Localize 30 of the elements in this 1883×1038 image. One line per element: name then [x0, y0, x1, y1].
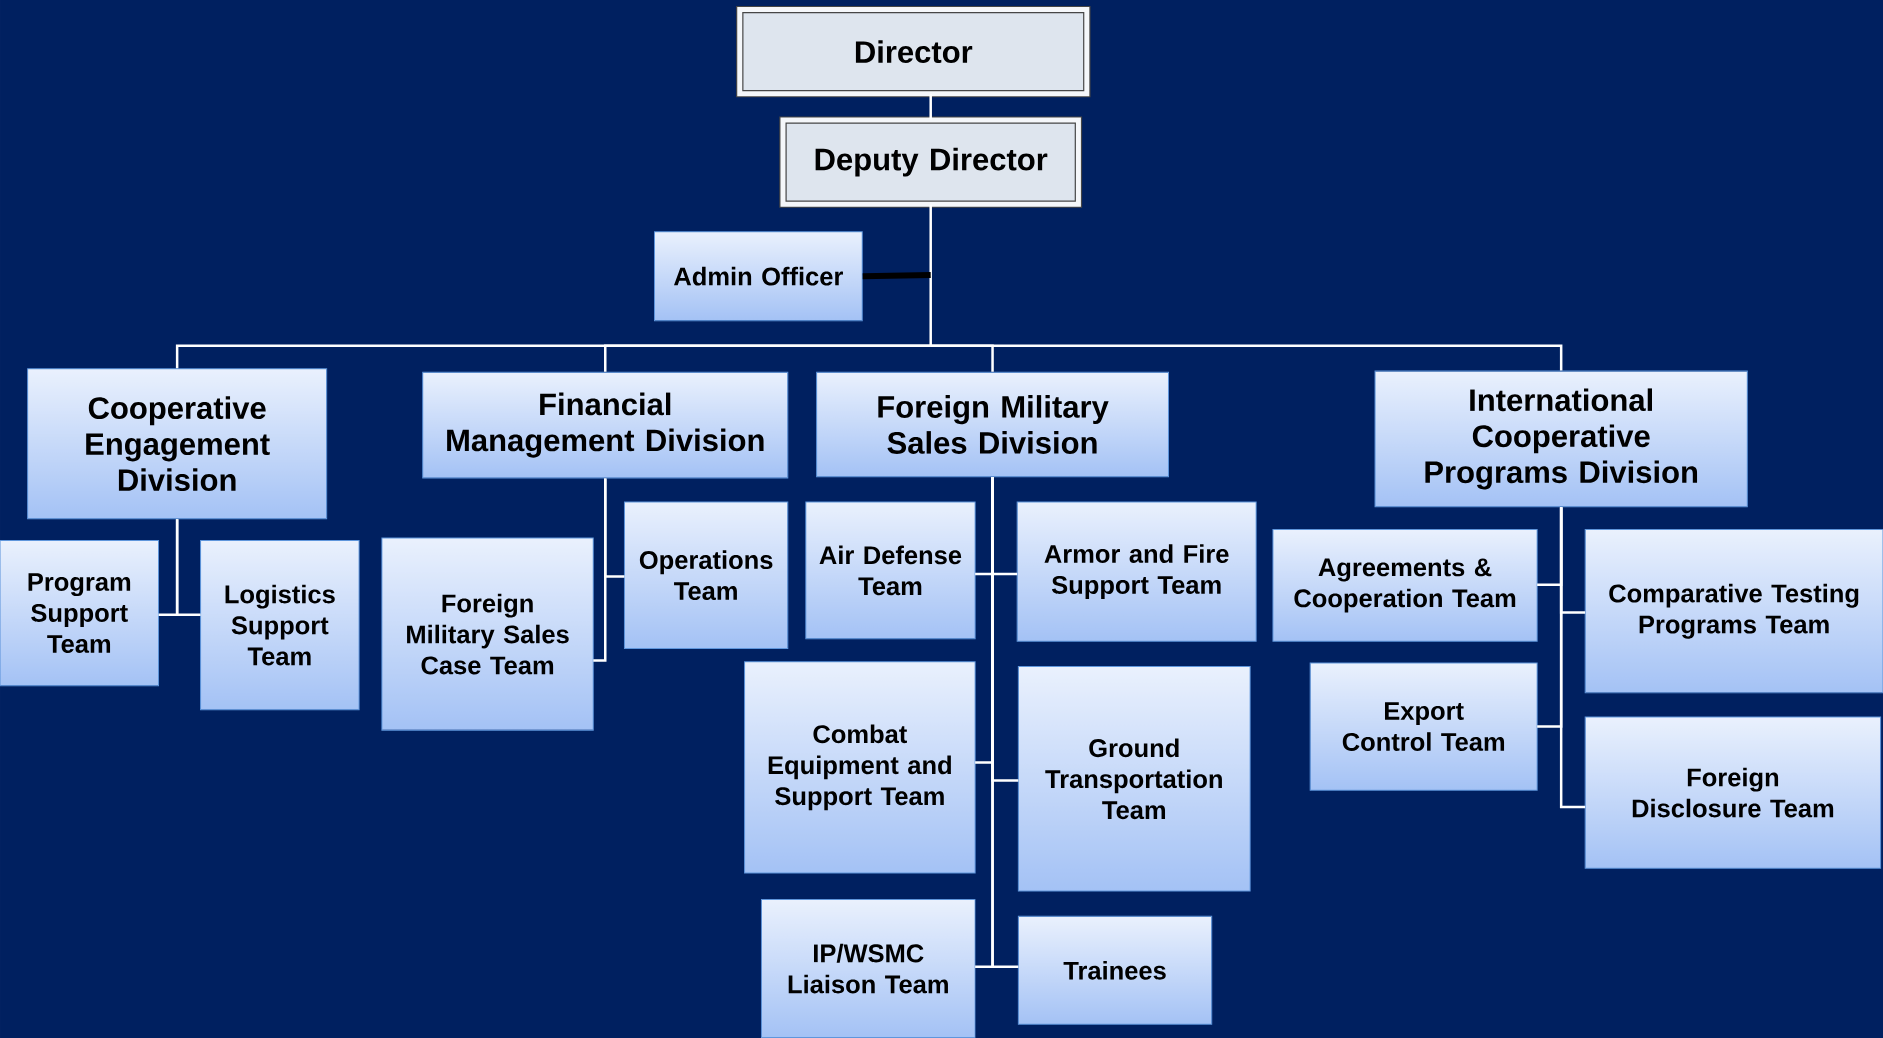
- team-box: Ground Transportation Team: [1017, 666, 1251, 892]
- division-box: International Cooperative Programs Division: [1374, 370, 1748, 508]
- connector-line: [991, 477, 1019, 968]
- connector-line: [862, 272, 931, 280]
- team-box: Admin Officer: [654, 231, 863, 322]
- connector-line: [593, 478, 607, 662]
- division-box: Cooperative Engagement Division: [27, 368, 328, 520]
- division-box: Foreign Military Sales Division: [816, 371, 1169, 478]
- team-box: Agreements & Cooperation Team: [1272, 529, 1538, 642]
- team-box: Logistics Support Team: [200, 539, 360, 711]
- team-box: IP/WSMC Liaison Team: [760, 898, 976, 1038]
- team-box: Operations Team: [623, 501, 789, 649]
- connector-line: [604, 344, 931, 372]
- connector-line: [1559, 507, 1586, 809]
- team-box: Foreign Military Sales Case Team: [381, 537, 594, 731]
- connector-line: [929, 204, 932, 346]
- team-box: Foreign Disclosure Team: [1584, 716, 1882, 869]
- team-box: Combat Equipment and Support Team: [744, 661, 976, 874]
- title-box: Deputy Director: [779, 116, 1083, 208]
- team-box: Trainees: [1017, 915, 1213, 1025]
- connector-line: [175, 519, 201, 617]
- connector-line: [929, 94, 932, 120]
- team-box: Comparative Testing Programs Team: [1584, 529, 1883, 694]
- team-box: Export Control Team: [1309, 662, 1538, 791]
- team-box: Air Defense Team: [805, 501, 976, 640]
- connector-line: [930, 344, 1563, 371]
- division-box: Financial Management Division: [422, 371, 789, 479]
- team-box: Program Support Team: [0, 539, 160, 687]
- title-box: Director: [736, 5, 1091, 98]
- team-box: Armor and Fire Support Team: [1016, 501, 1257, 642]
